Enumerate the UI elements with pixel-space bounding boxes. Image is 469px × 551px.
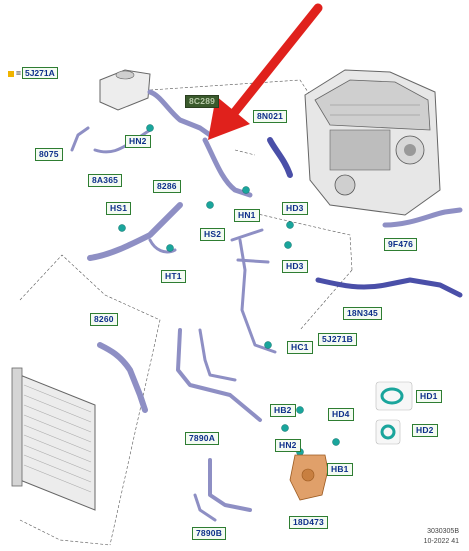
legend-equals: =	[16, 68, 21, 78]
callout-HN1: HN1	[234, 209, 260, 222]
callout-18D473: 18D473	[289, 516, 328, 529]
expansion-tank-illustration	[99, 69, 151, 111]
callout-5J271B: 5J271B	[318, 333, 357, 346]
legend-color-swatch	[8, 70, 14, 77]
dashed-leader-lines	[19, 79, 353, 546]
radiator-illustration	[11, 367, 96, 511]
callout-HS1: HS1	[106, 202, 132, 215]
callout-HD2: HD2	[412, 424, 438, 437]
callout-HD3-b: HD3	[282, 260, 308, 273]
water-pump-illustration	[289, 454, 329, 501]
callout-HB1: HB1	[327, 463, 353, 476]
callout-8260: 8260	[90, 313, 118, 326]
callout-HN2-bottom: HN2	[275, 439, 301, 452]
legend-code: 5J271A	[21, 67, 58, 79]
callout-9F476: 9F476	[384, 238, 418, 251]
hose-clips	[118, 124, 340, 456]
callout-HC1: HC1	[287, 341, 313, 354]
hose-clamp-icons	[375, 381, 413, 445]
callout-HD1: HD1	[416, 390, 442, 403]
callout-HD4: HD4	[328, 408, 354, 421]
callout-HN2-top: HN2	[125, 135, 151, 148]
callout-18N345: 18N345	[343, 307, 382, 320]
engine-illustration	[304, 69, 441, 216]
callout-8A365: 8A365	[88, 174, 123, 187]
diagram-date-code: 10-2022 41	[423, 538, 459, 545]
callout-HB2: HB2	[270, 404, 296, 417]
callout-8075: 8075	[35, 148, 63, 161]
diagram-reference-number: 3030305B	[427, 528, 459, 535]
callout-7890B: 7890B	[192, 527, 227, 540]
callout-8286: 8286	[153, 180, 181, 193]
legend: =5J271A	[8, 67, 58, 79]
callout-7890A: 7890A	[185, 432, 220, 445]
callout-HD3-a: HD3	[282, 202, 308, 215]
callout-HT1: HT1	[161, 270, 186, 283]
callout-8C289: 8C289	[185, 95, 220, 108]
callout-8N021: 8N021	[253, 110, 288, 123]
callout-HS2: HS2	[200, 228, 226, 241]
